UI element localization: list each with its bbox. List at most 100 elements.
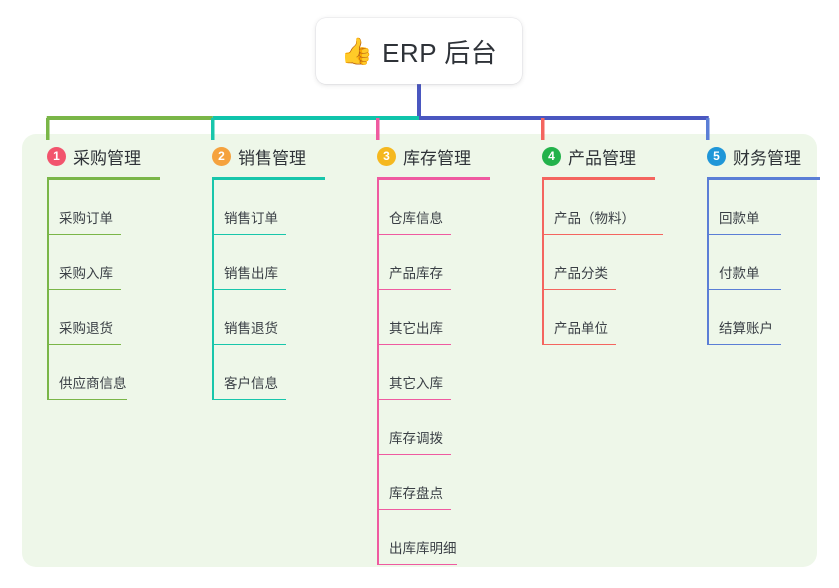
leaf-node[interactable]: 产品（物料）: [528, 180, 663, 235]
leaf-node[interactable]: 回款单: [693, 180, 820, 235]
leaf-node[interactable]: 客户信息: [198, 345, 325, 400]
leaf-stem: [47, 180, 49, 235]
leaf-label: 付款单: [719, 266, 760, 281]
leaf-label: 客户信息: [224, 376, 278, 391]
leaf-stem: [212, 235, 214, 290]
leaf-node[interactable]: 出库库明细: [363, 510, 490, 565]
branch-title: 库存管理: [403, 148, 471, 168]
branch-underline: [542, 177, 655, 180]
leaf-stem: [377, 180, 379, 235]
leaf-underline: [212, 288, 286, 290]
leaf-node[interactable]: 销售订单: [198, 180, 325, 235]
leaf-stem: [542, 290, 544, 345]
leaf-stem: [542, 235, 544, 290]
leaf-label: 销售订单: [224, 211, 278, 226]
leaf-node[interactable]: 采购退货: [33, 290, 160, 345]
leaf-underline: [542, 343, 616, 345]
leaf-underline: [47, 343, 121, 345]
leaf-stem: [707, 180, 709, 235]
leaf-stem: [707, 290, 709, 345]
branch-header-1[interactable]: 1 采购管理: [33, 144, 160, 168]
branch-header-3[interactable]: 3 库存管理: [363, 144, 490, 168]
leaf-underline: [542, 233, 663, 235]
branch-column-5: 5 财务管理回款单付款单结算账户: [693, 144, 820, 345]
leaf-underline: [377, 563, 457, 565]
leaf-node[interactable]: 其它入库: [363, 345, 490, 400]
leaf-node[interactable]: 付款单: [693, 235, 820, 290]
leaf-stem: [47, 345, 49, 400]
branch-title: 销售管理: [238, 148, 306, 168]
branch-underline: [47, 177, 160, 180]
leaf-node[interactable]: 销售退货: [198, 290, 325, 345]
leaf-node[interactable]: 产品单位: [528, 290, 655, 345]
leaf-stem: [377, 235, 379, 290]
leaf-node[interactable]: 产品分类: [528, 235, 655, 290]
leaf-underline: [377, 453, 451, 455]
leaf-label: 出库库明细: [389, 541, 457, 556]
leaf-stem: [542, 180, 544, 235]
leaf-label: 产品库存: [389, 266, 443, 281]
leaf-underline: [377, 288, 451, 290]
leaf-label: 其它出库: [389, 321, 443, 336]
leaf-label: 结算账户: [719, 321, 773, 336]
leaf-underline: [47, 398, 127, 400]
leaf-underline: [707, 233, 781, 235]
leaf-stem: [212, 345, 214, 400]
root-node[interactable]: 👍 ERP 后台: [316, 18, 522, 84]
leaf-node[interactable]: 销售出库: [198, 235, 325, 290]
leaf-label: 其它入库: [389, 376, 443, 391]
leaf-label: 库存调拨: [389, 431, 443, 446]
leaf-underline: [377, 343, 451, 345]
leaf-node[interactable]: 产品库存: [363, 235, 490, 290]
leaf-label: 库存盘点: [389, 486, 443, 501]
leaf-label: 产品（物料）: [554, 211, 635, 226]
branch-header-5[interactable]: 5 财务管理: [693, 144, 820, 168]
leaf-label: 产品单位: [554, 321, 608, 336]
leaf-stem: [212, 180, 214, 235]
branch-number-badge: 3: [377, 146, 396, 166]
leaf-node[interactable]: 供应商信息: [33, 345, 160, 400]
leaf-node[interactable]: 采购入库: [33, 235, 160, 290]
leaf-node[interactable]: 结算账户: [693, 290, 820, 345]
branch-number-badge: 5: [707, 146, 726, 166]
leaf-underline: [542, 288, 616, 290]
leaf-underline: [47, 288, 121, 290]
branch-column-3: 3 库存管理仓库信息产品库存其它出库其它入库库存调拨库存盘点出库库明细: [363, 144, 490, 565]
leaf-label: 产品分类: [554, 266, 608, 281]
leaf-label: 采购订单: [59, 211, 113, 226]
leaf-label: 回款单: [719, 211, 760, 226]
leaf-label: 供应商信息: [59, 376, 127, 391]
leaf-underline: [377, 233, 451, 235]
leaf-underline: [47, 233, 121, 235]
leaf-label: 采购入库: [59, 266, 113, 281]
branch-title: 采购管理: [73, 148, 141, 168]
leaf-underline: [377, 508, 451, 510]
leaf-stem: [377, 510, 379, 565]
root-node-label: ERP 后台: [382, 37, 498, 68]
leaf-underline: [212, 343, 286, 345]
leaf-underline: [707, 343, 781, 345]
leaf-label: 仓库信息: [389, 211, 443, 226]
leaf-node[interactable]: 采购订单: [33, 180, 160, 235]
leaf-underline: [212, 398, 286, 400]
branch-underline: [212, 177, 325, 180]
leaf-node[interactable]: 其它出库: [363, 290, 490, 345]
leaf-node[interactable]: 库存盘点: [363, 455, 490, 510]
leaf-node[interactable]: 库存调拨: [363, 400, 490, 455]
leaf-underline: [707, 288, 781, 290]
leaf-node[interactable]: 仓库信息: [363, 180, 490, 235]
diagram-background-panel: [22, 134, 817, 567]
leaf-stem: [377, 345, 379, 400]
leaf-stem: [377, 400, 379, 455]
leaf-label: 采购退货: [59, 321, 113, 336]
thumbs-up-icon: 👍: [340, 36, 374, 66]
branch-number-badge: 1: [47, 146, 66, 166]
branch-title: 财务管理: [733, 148, 801, 168]
leaf-underline: [212, 233, 286, 235]
branch-underline: [377, 177, 490, 180]
